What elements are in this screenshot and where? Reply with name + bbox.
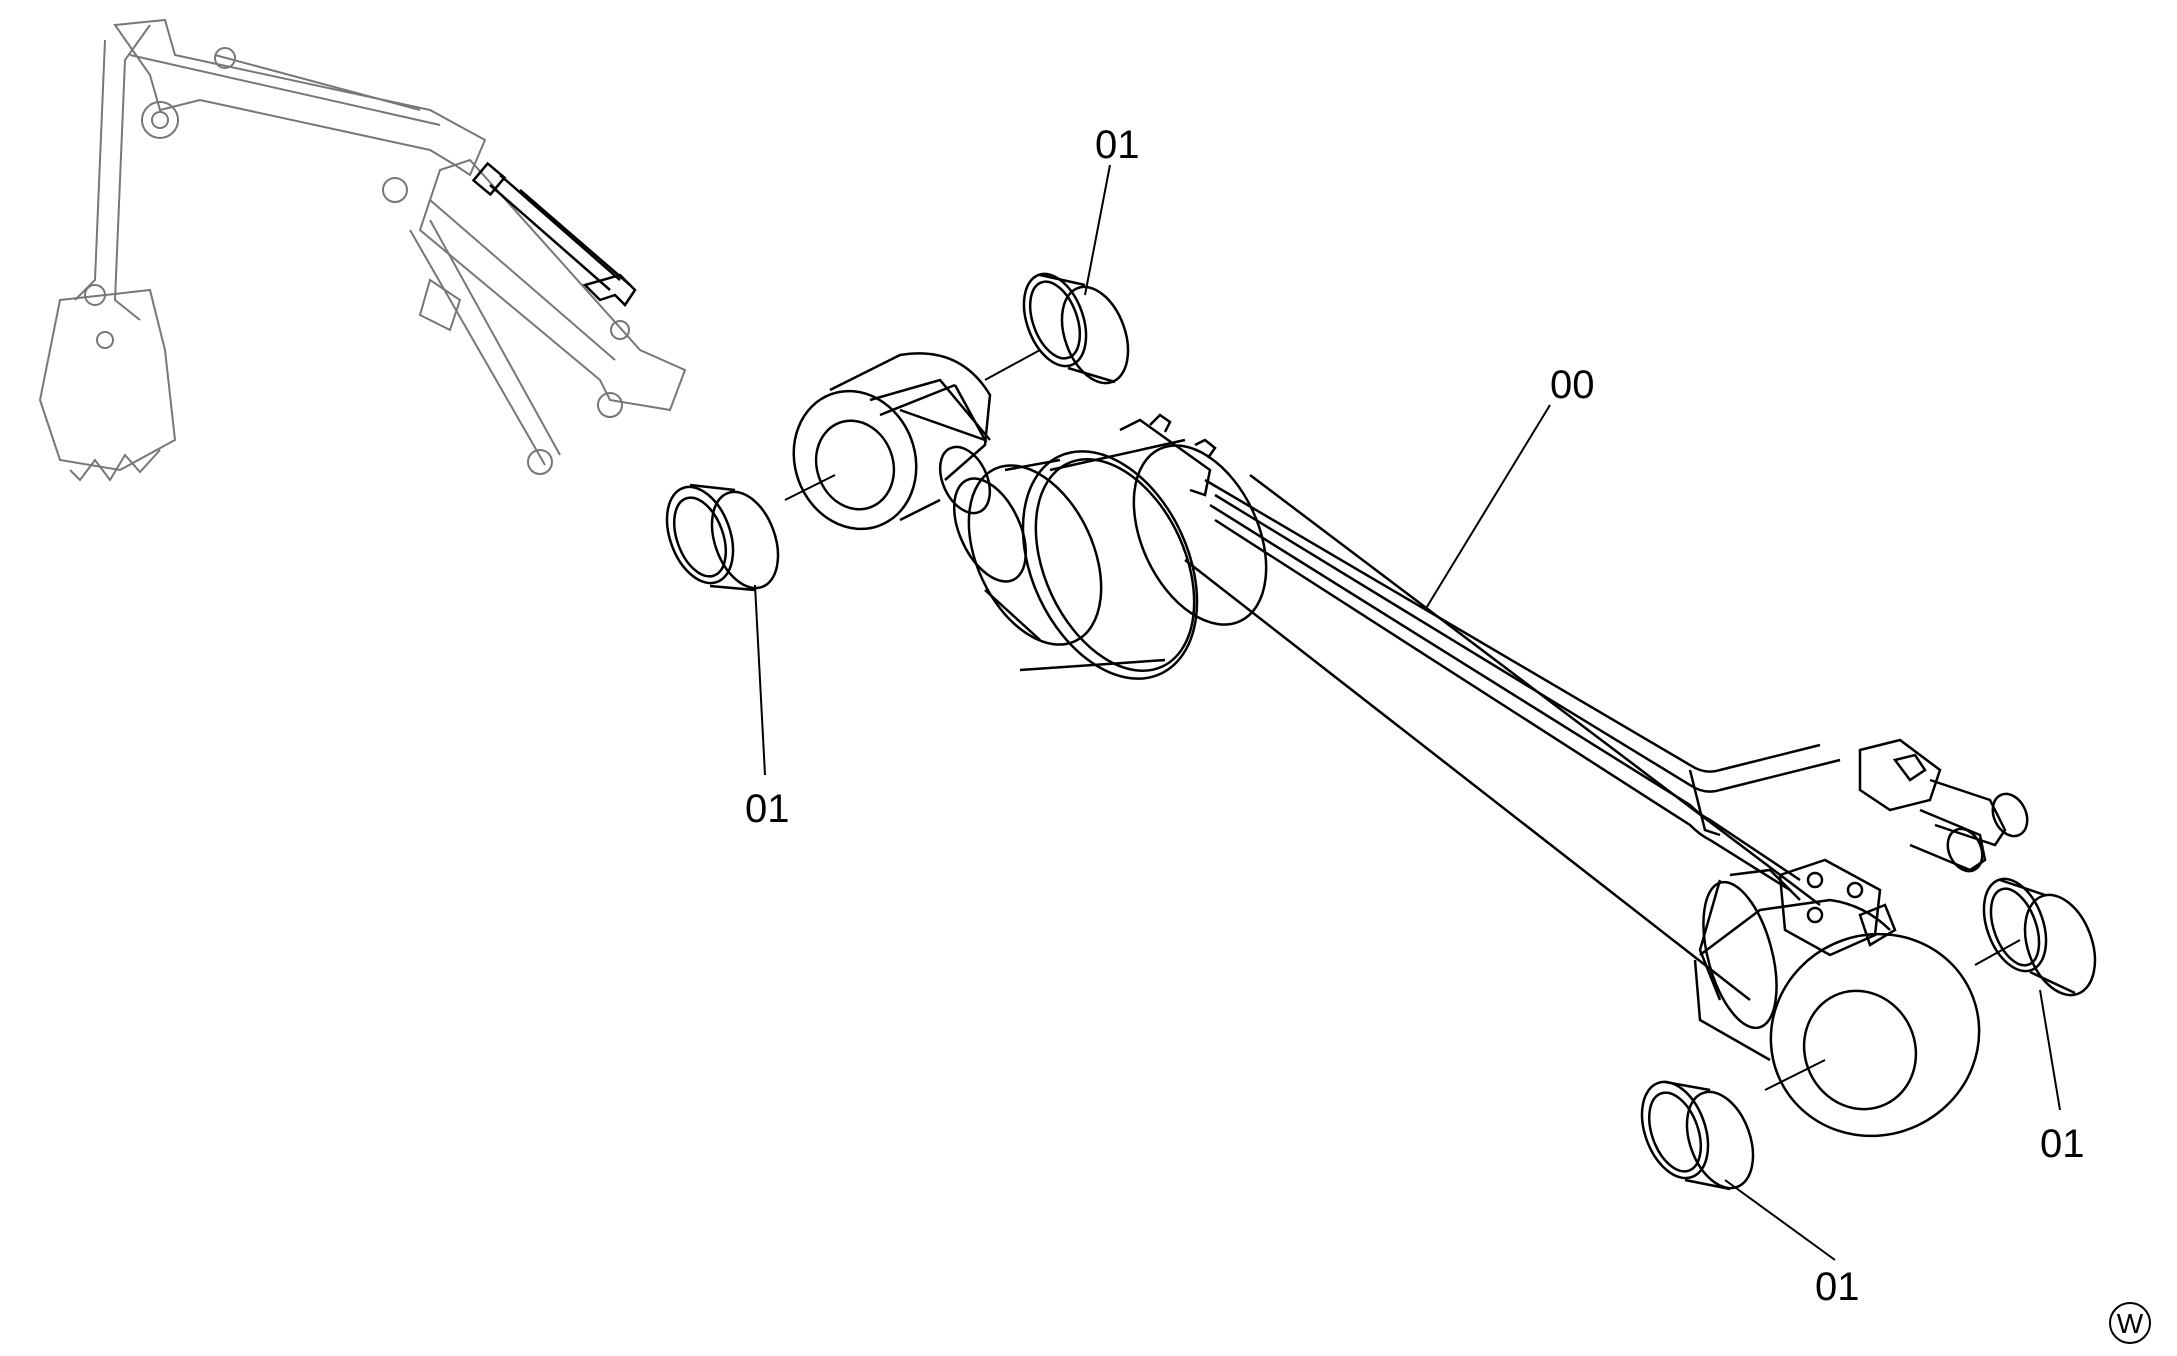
cylinder-barrel [1184, 559, 1751, 1001]
bushing-top [1022, 272, 1130, 385]
leader-right [2039, 989, 2061, 1111]
hydraulic-cylinder-assembly [792, 352, 2029, 1138]
hose-fitting [1858, 738, 1942, 812]
excavator-arm-thumbnail [38, 18, 687, 482]
port-block-bottom [1778, 858, 1882, 957]
leader-bottom [1724, 1179, 1836, 1261]
rod-eye-bore [814, 419, 896, 511]
bushing-right [1982, 877, 2097, 997]
bushing-left [665, 483, 780, 592]
hydraulic-line-upper [1204, 478, 1821, 773]
callout-right: 01 [2040, 1122, 2085, 1166]
corner-mark: W [2109, 1302, 2151, 1344]
rod-eye [792, 389, 918, 531]
port-block-top [1119, 418, 1212, 497]
callout-left: 01 [745, 787, 790, 831]
callout-main: 00 [1550, 363, 1595, 407]
callout-bottom: 01 [1815, 1265, 1860, 1309]
assembly-guide-lines [784, 349, 2021, 1091]
tube-eye [1769, 932, 1981, 1138]
leader-top [1084, 164, 1111, 296]
corner-mark-letter: W [2117, 1308, 2144, 1339]
cylinder-head-ring-outer [1021, 450, 1199, 680]
leader-lines [754, 164, 2061, 1261]
callout-top: 01 [1095, 123, 1140, 167]
highlighted-cylinder-thumbnail [471, 161, 637, 307]
tube-eye-bore [1802, 989, 1918, 1111]
leader-main [1424, 404, 1551, 611]
leader-left [754, 584, 766, 776]
bushing-bottom [1640, 1080, 1755, 1191]
